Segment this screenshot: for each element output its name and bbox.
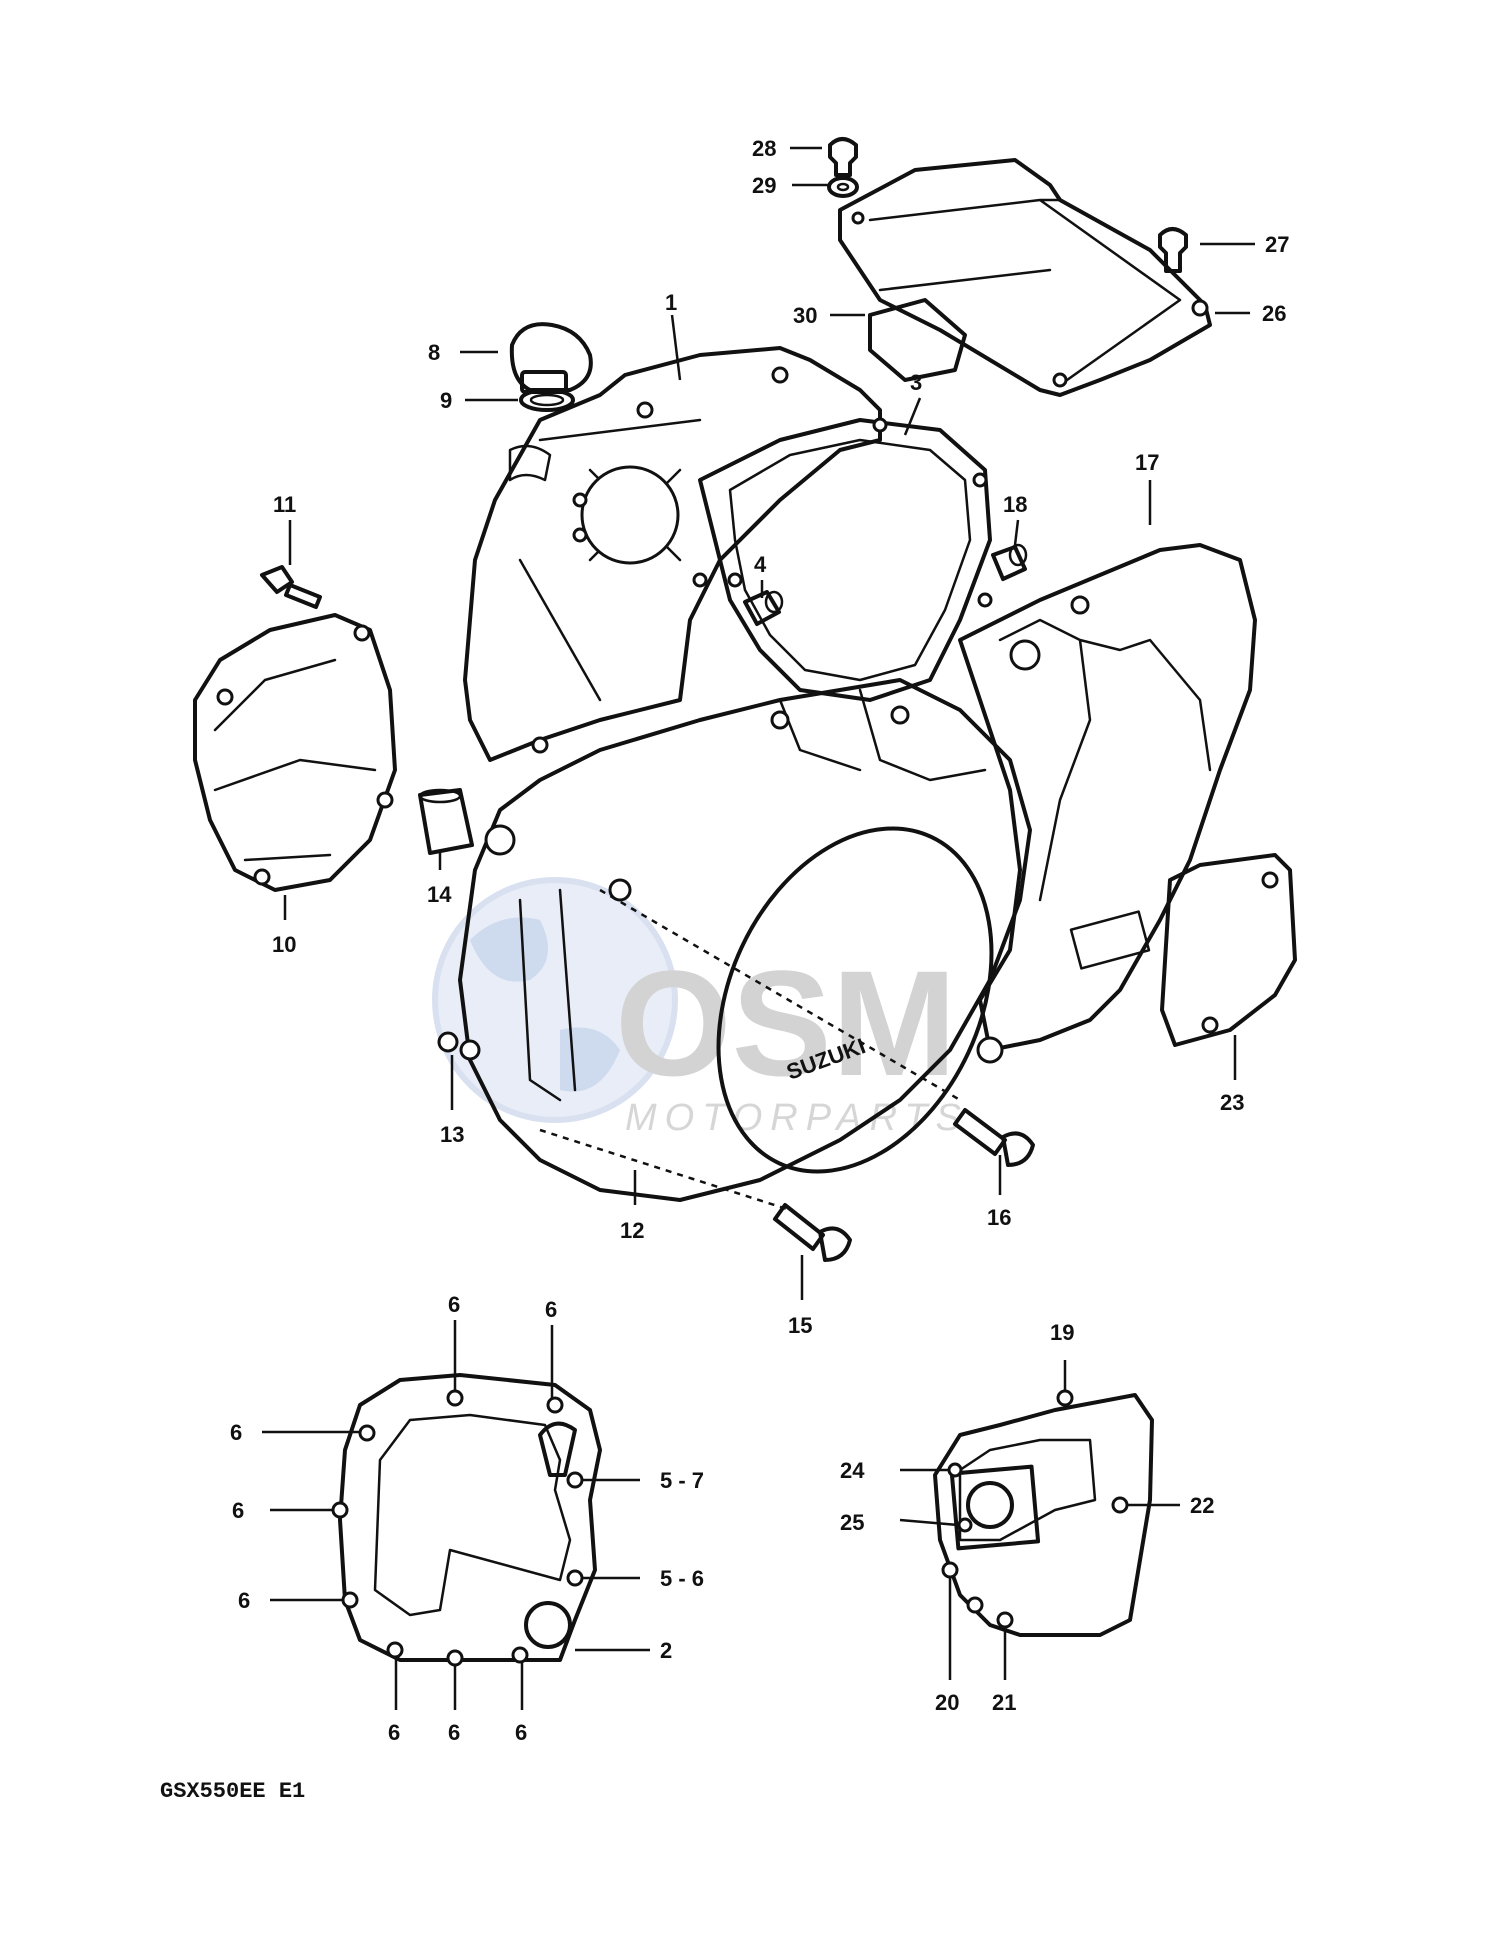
part-26-breather-cover: [838, 158, 1212, 397]
part-15-bolt: [773, 1203, 852, 1262]
callout-16: 16: [987, 1205, 1011, 1230]
callout-28: 28: [752, 136, 776, 161]
callout-2: 2: [660, 1638, 672, 1663]
leader-lines: [262, 146, 1255, 1710]
callout-8: 8: [428, 340, 440, 365]
callout-5-6: 5 - 6: [660, 1566, 704, 1591]
part-28-bolt: [828, 137, 858, 177]
part-27-bolt: [1158, 227, 1188, 273]
part-13-dowel: [437, 1031, 459, 1053]
part-4-dowel-pin: [743, 590, 784, 626]
callout-6-bottom-b: 6: [448, 1720, 460, 1745]
part-16-bolt: [953, 1108, 1035, 1167]
callout-10: 10: [272, 932, 296, 957]
part-29-washer: [827, 176, 859, 198]
callout-27: 27: [1265, 232, 1289, 257]
callout-30: 30: [793, 303, 817, 328]
part-30-gasket: [868, 298, 967, 382]
part-14-dowel-pin: [418, 788, 474, 855]
watermark-tagline: MOTORPARTS: [625, 1097, 969, 1139]
callout-29: 29: [752, 173, 776, 198]
callout-11: 11: [273, 492, 296, 517]
callout-4: 4: [754, 552, 767, 577]
watermark-continents: [470, 917, 620, 1092]
callout-12: 12: [620, 1218, 644, 1243]
callout-24: 24: [840, 1458, 865, 1483]
callout-6-left-c: 6: [238, 1588, 250, 1613]
callout-18: 18: [1003, 492, 1027, 517]
watermark: OSM MOTORPARTS: [432, 877, 969, 1139]
part-8-oil-filler-cap: [509, 322, 593, 394]
callout-25: 25: [840, 1510, 864, 1535]
callout-6-left-b: 6: [232, 1498, 244, 1523]
callout-15: 15: [788, 1313, 812, 1338]
callout-3: 3: [910, 370, 922, 395]
callout-17: 17: [1135, 450, 1159, 475]
callout-20: 20: [935, 1690, 959, 1715]
part-23-cover-plate: [1160, 853, 1297, 1047]
part-18-dowel-pin: [991, 543, 1028, 581]
callout-6-bottom-c: 6: [515, 1720, 527, 1745]
callout-1: 1: [665, 290, 677, 315]
part-3-gasket: [692, 417, 993, 702]
callout-13: 13: [440, 1122, 464, 1147]
callout-21: 21: [992, 1690, 1016, 1715]
callout-6-left-a: 6: [230, 1420, 242, 1445]
callout-6-top-b: 6: [545, 1297, 557, 1322]
watermark-brand: OSM: [615, 939, 957, 1107]
callout-26: 26: [1262, 301, 1286, 326]
part-2-clutch-cover: [331, 1373, 602, 1667]
callout-14: 14: [427, 882, 452, 907]
callout-23: 23: [1220, 1090, 1244, 1115]
callout-9: 9: [440, 388, 452, 413]
part-10-signal-generator-cover: [193, 613, 397, 892]
part-9-o-ring: [519, 388, 575, 412]
part-11-bolt: [260, 565, 322, 609]
callout-5-7: 5 - 7: [660, 1468, 704, 1493]
part-19-sprocket-cover: [933, 1389, 1154, 1637]
diagram-code: GSX550EE E1: [160, 1779, 305, 1804]
callout-19: 19: [1050, 1320, 1074, 1345]
callouts: 28 29 27 26 30 1 8 9 3 17 18 4 11 10 14 …: [230, 136, 1289, 1745]
callout-6-top-a: 6: [448, 1292, 460, 1317]
part-17-starter-housing: [958, 543, 1257, 1064]
part-1-crankcase-frame: [463, 346, 882, 762]
callout-6-bottom-a: 6: [388, 1720, 400, 1745]
callout-22: 22: [1190, 1493, 1214, 1518]
